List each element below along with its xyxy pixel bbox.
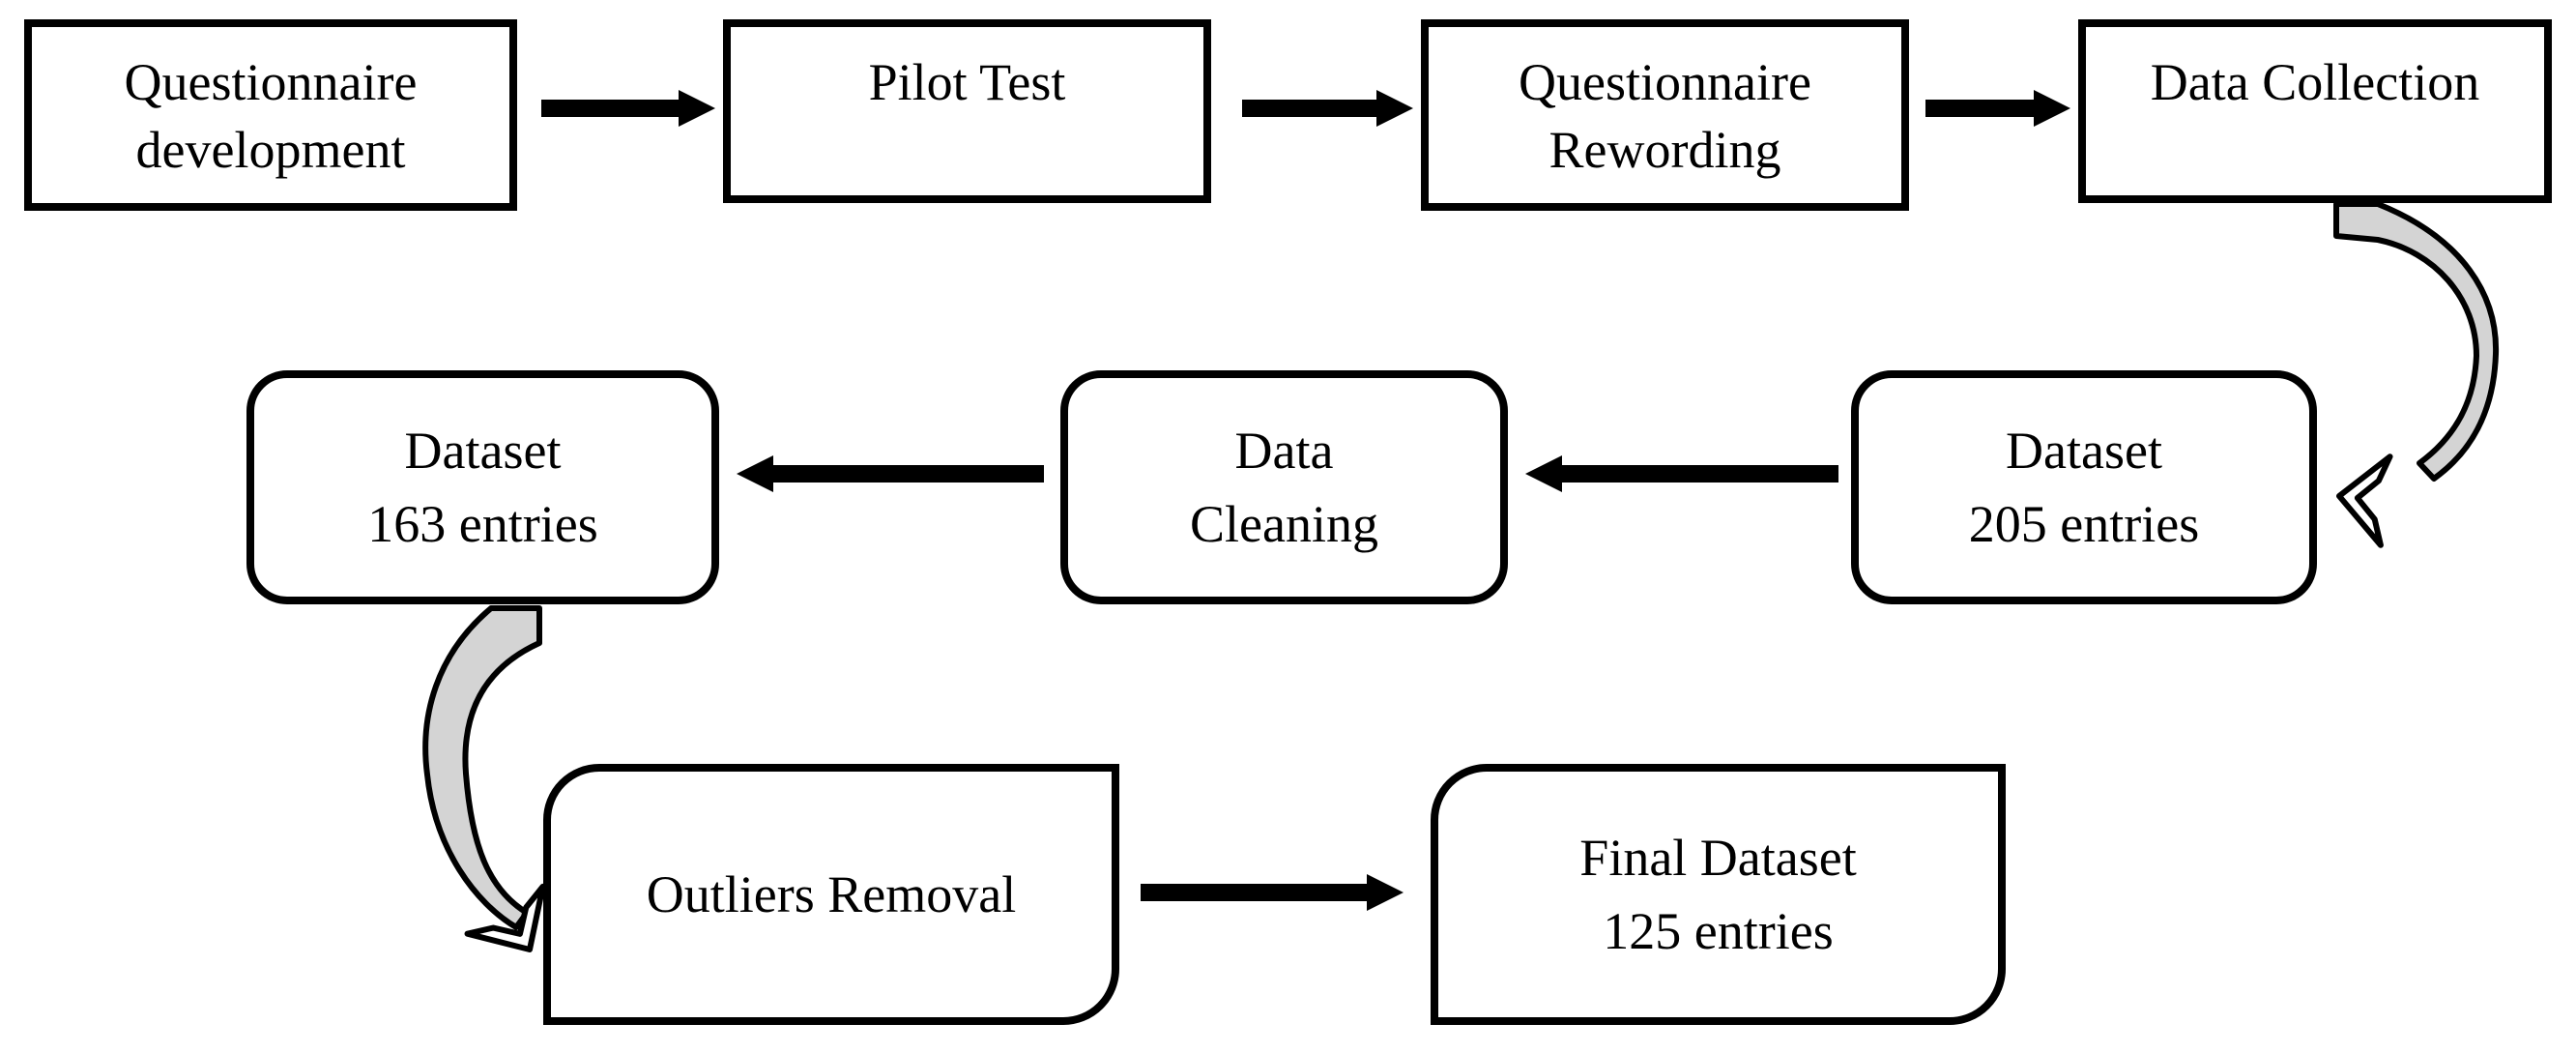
- arrow-cleaning-to-dataset163: [737, 455, 1044, 492]
- arrow-outliers-to-final: [1141, 874, 1404, 911]
- node-text-line: Data: [1234, 422, 1334, 480]
- node-pilot-test: Pilot Test: [723, 19, 1211, 203]
- curved-arrow-collection-to-dataset205: [2333, 201, 2500, 548]
- node-dataset-163: Dataset 163 entries: [246, 370, 719, 604]
- node-text-line: Outliers Removal: [646, 865, 1017, 923]
- node-questionnaire-development: Questionnaire development: [24, 19, 517, 211]
- node-text-line: Dataset: [2006, 422, 2162, 480]
- curved-arrow-dataset163-to-outliers: [422, 605, 546, 952]
- arrow-rewording-to-collection: [1925, 90, 2070, 127]
- node-data-cleaning: Data Cleaning: [1060, 370, 1508, 604]
- node-text-line: Rewording: [1548, 121, 1781, 179]
- node-questionnaire-rewording: Questionnaire Rewording: [1421, 19, 1909, 211]
- node-text-line: Questionnaire: [1519, 53, 1811, 111]
- node-text-line: development: [135, 121, 406, 179]
- node-text-line: 125 entries: [1603, 902, 1834, 960]
- node-data-collection: Data Collection: [2078, 19, 2552, 203]
- arrow-dataset205-to-cleaning: [1525, 455, 1838, 492]
- node-text-line: Data Collection: [2150, 53, 2480, 111]
- arrow-pilot-to-rewording: [1242, 90, 1413, 127]
- node-text-line: Questionnaire: [124, 53, 418, 111]
- node-text-line: Dataset: [404, 422, 562, 480]
- node-dataset-205: Dataset 205 entries: [1851, 370, 2317, 604]
- node-text-line: 163 entries: [367, 495, 598, 553]
- node-text-line: Cleaning: [1190, 495, 1378, 553]
- node-text-line: Pilot Test: [868, 53, 1066, 111]
- node-text-line: 205 entries: [1968, 495, 2200, 553]
- node-text-line: Final Dataset: [1579, 829, 1857, 887]
- node-outliers-removal: Outliers Removal: [543, 764, 1119, 1025]
- arrow-development-to-pilot: [541, 90, 715, 127]
- node-final-dataset: Final Dataset 125 entries: [1431, 764, 2006, 1025]
